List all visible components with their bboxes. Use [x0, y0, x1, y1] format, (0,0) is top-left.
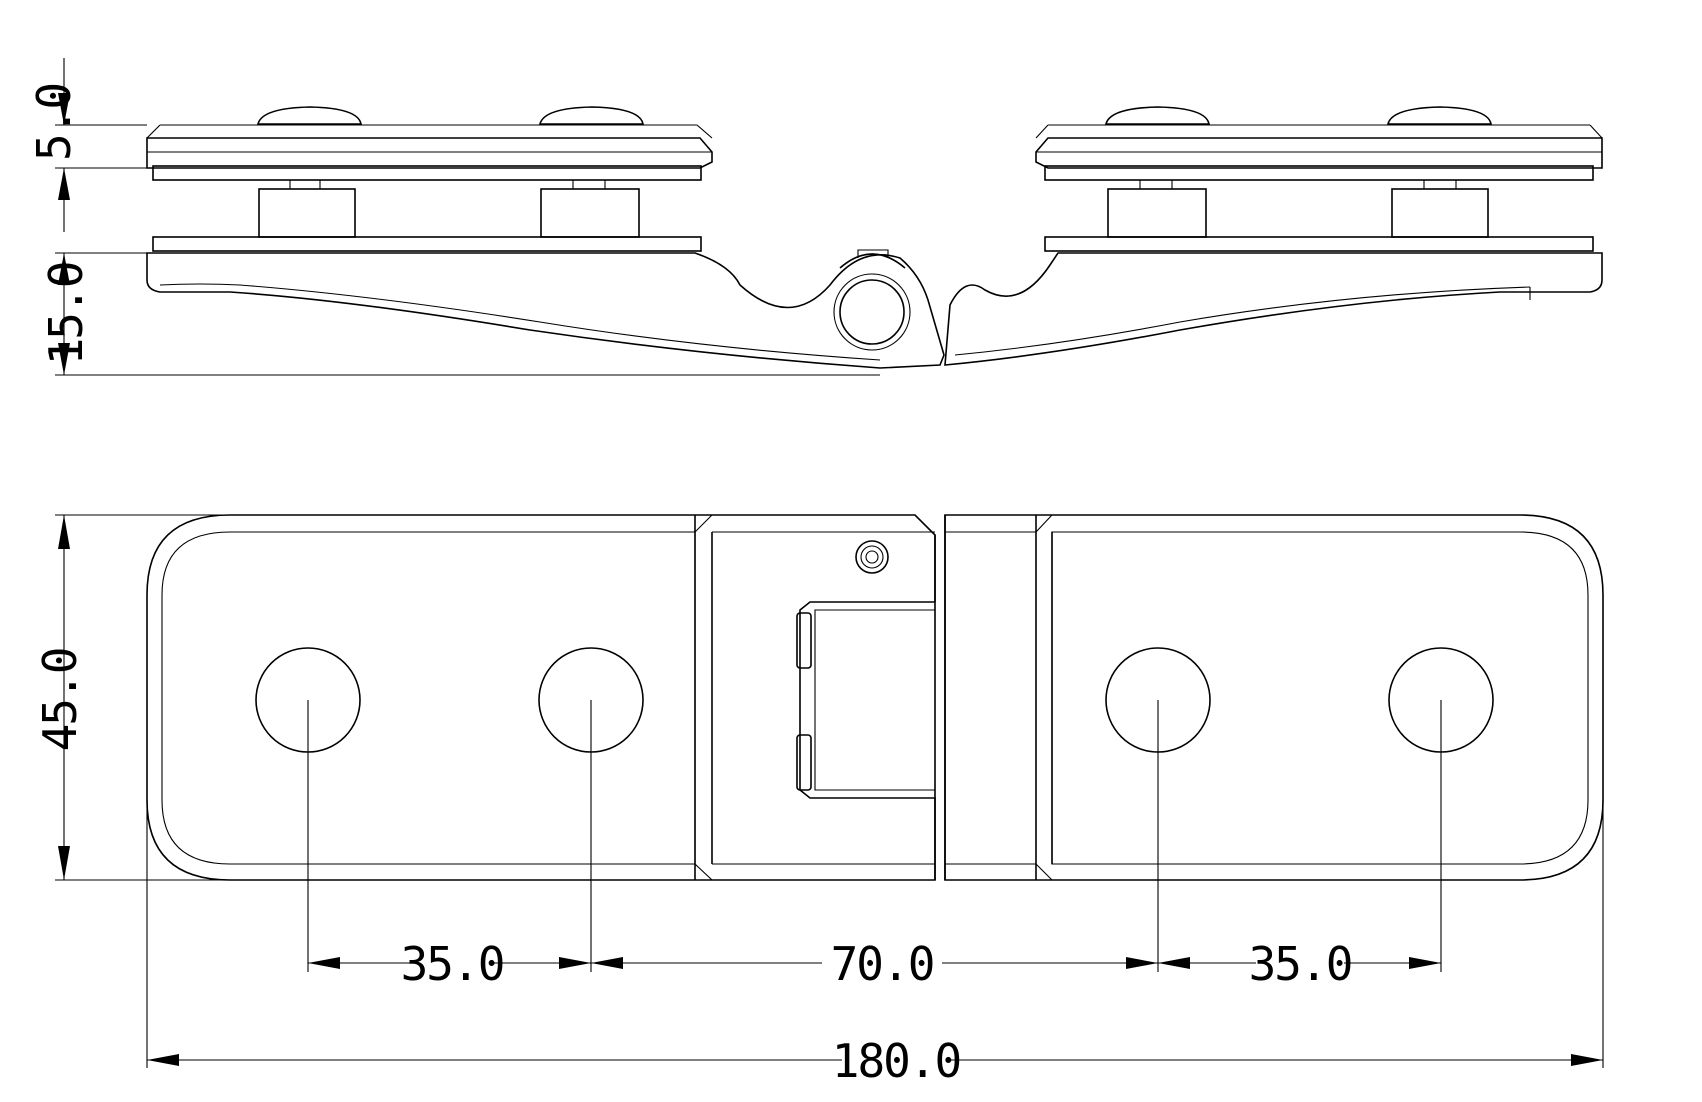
spacer [1107, 188, 1207, 238]
dim-label-hole-spacing-left: 35.0 [401, 937, 504, 991]
screw-head [1104, 106, 1210, 125]
dimension-width: 45.0 [33, 514, 230, 881]
dim-label-hole-spacing-right: 35.0 [1249, 937, 1352, 991]
dimension-plate-thickness: 5.0 [27, 58, 147, 232]
right-clamp-plate [1035, 106, 1603, 238]
bushing [796, 612, 812, 669]
dimension-hole-spacing-center: 70.0 [591, 937, 1158, 991]
spacer [1391, 188, 1489, 238]
hinge-pin [839, 279, 905, 345]
left-clamp-plate [146, 106, 713, 238]
bushing [796, 734, 812, 791]
dimension-body-height: 15.0 [39, 252, 880, 376]
spacer [258, 188, 356, 238]
screw-head [1386, 106, 1492, 125]
dim-label-plate-thickness: 5.0 [27, 84, 81, 161]
screw-head [538, 106, 644, 125]
top-view: 45.0 35.0 70.0 [33, 514, 1604, 1088]
hinge-body [146, 236, 1603, 369]
set-screw [855, 540, 889, 574]
dimension-overall-length: 180.0 [147, 1034, 1603, 1088]
dim-label-hole-spacing-center: 70.0 [831, 937, 934, 991]
dim-label-body-height: 15.0 [39, 263, 93, 366]
dim-label-width: 45.0 [33, 649, 87, 752]
side-view: 5.0 15.0 [27, 58, 1603, 376]
dimension-hole-spacing-right: 35.0 [1158, 937, 1441, 991]
dimension-hole-spacing-left: 35.0 [308, 937, 591, 991]
spacer [540, 188, 640, 238]
pin-slot [799, 601, 936, 880]
dim-label-overall-length: 180.0 [832, 1034, 960, 1088]
screw-head [256, 106, 362, 125]
